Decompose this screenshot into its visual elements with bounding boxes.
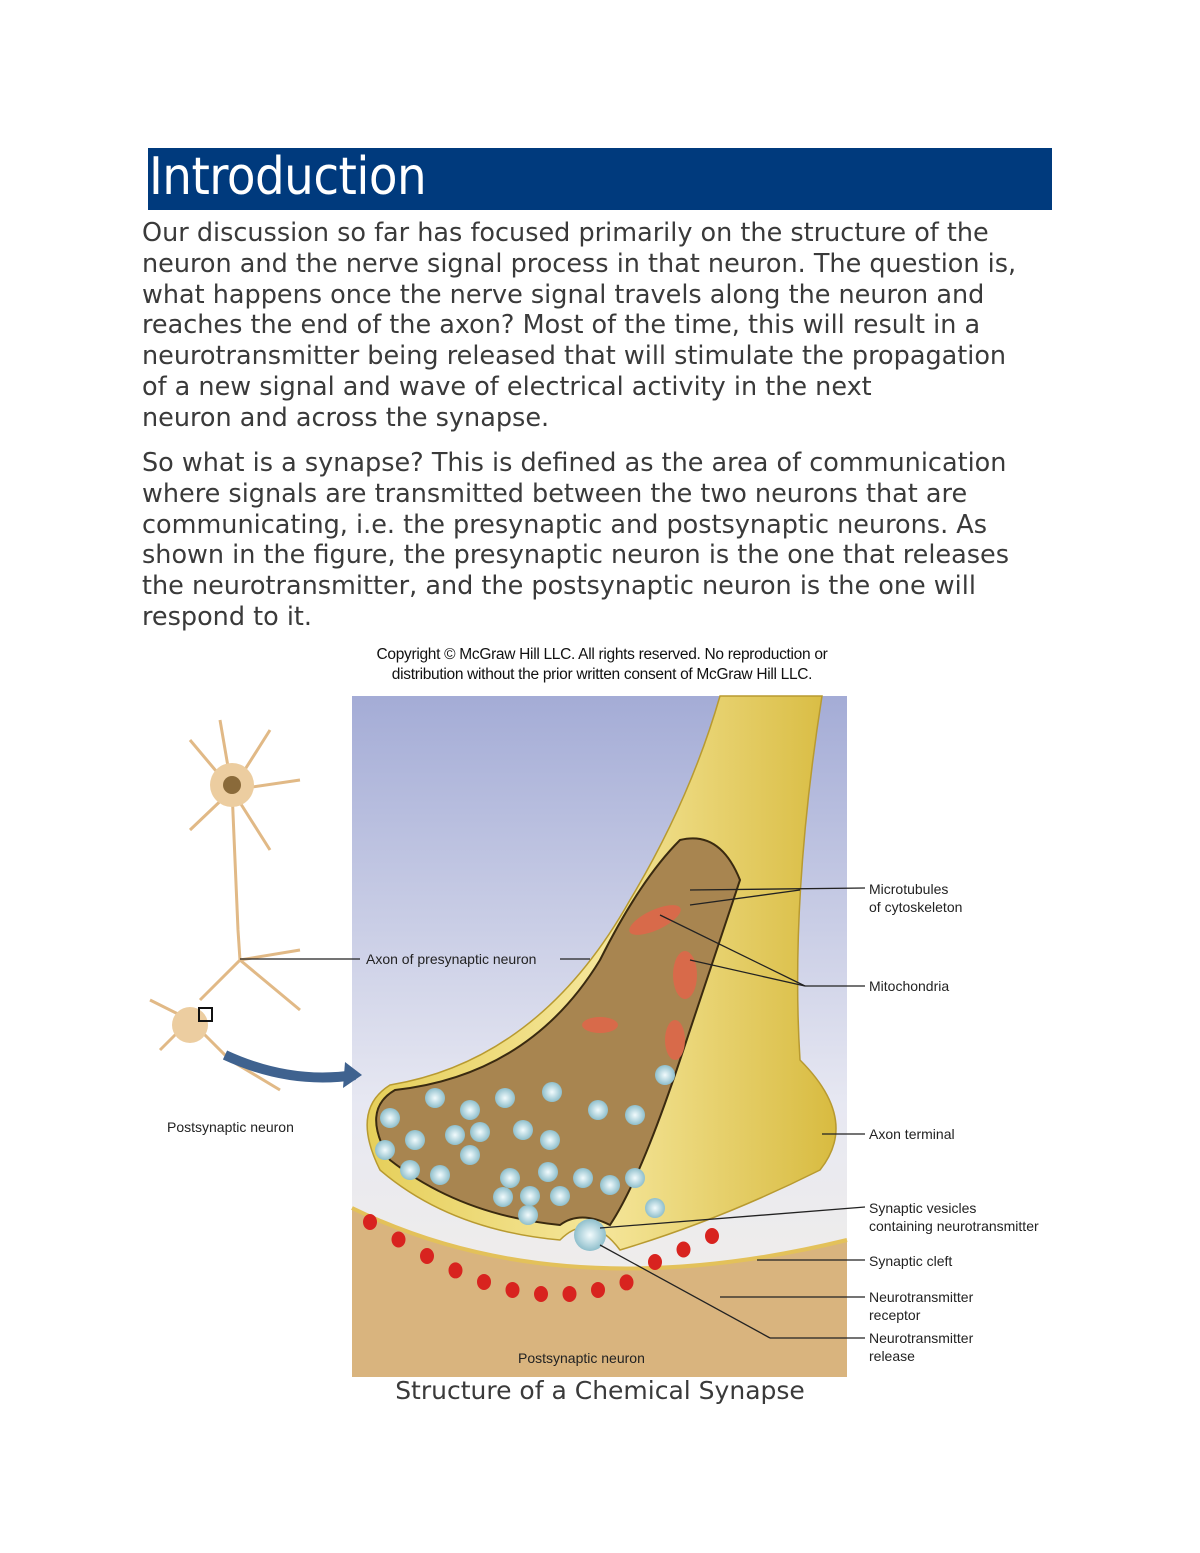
vesicle xyxy=(375,1140,395,1160)
label-postsynaptic-neuron-bottom: Postsynaptic neuron xyxy=(518,1350,645,1366)
label-release: release xyxy=(869,1348,915,1364)
vesicle xyxy=(400,1160,420,1180)
axon-cutaway xyxy=(375,837,742,1227)
label-axon-presynaptic: Axon of presynaptic neuron xyxy=(366,951,536,967)
vesicle xyxy=(430,1165,450,1185)
neurotransmitter-receptors xyxy=(363,1214,719,1302)
text-line: of a new signal and wave of electrical a… xyxy=(142,371,872,402)
text-line: reaches the end of the axon? Most of the… xyxy=(142,310,981,341)
vesicle xyxy=(445,1125,465,1145)
receptor xyxy=(477,1273,491,1290)
paragraph-synapse: So what is a synapse? This is defined as… xyxy=(142,448,1009,633)
vesicle xyxy=(542,1082,562,1102)
vesicle xyxy=(540,1130,560,1150)
receptor xyxy=(420,1248,434,1264)
vesicle xyxy=(573,1168,593,1188)
synaptic-vesicles xyxy=(375,1065,675,1225)
text-line: neuron and the nerve signal process in t… xyxy=(142,248,1017,279)
label-receptor: receptor xyxy=(869,1307,921,1323)
vesicle xyxy=(655,1065,675,1085)
label-microtubules: of cytoskeleton xyxy=(869,899,962,915)
receptor xyxy=(591,1281,605,1298)
mitochondrion xyxy=(629,905,681,935)
mitochondrion xyxy=(582,1017,618,1033)
section-heading: Introduction xyxy=(148,147,1052,210)
vesicle xyxy=(625,1105,645,1125)
vesicle xyxy=(460,1100,480,1120)
vesicle xyxy=(405,1130,425,1150)
label-microtubules: Microtubules xyxy=(869,881,948,897)
vesicle xyxy=(518,1205,538,1225)
vesicle xyxy=(380,1108,400,1128)
receptor xyxy=(619,1274,634,1291)
neuron-illustration xyxy=(149,719,362,1092)
vesicle xyxy=(425,1088,445,1108)
label-vesicles: Synaptic vesicles xyxy=(869,1200,976,1216)
vesicle xyxy=(538,1162,558,1182)
receptor xyxy=(534,1286,548,1302)
receptor xyxy=(448,1262,463,1279)
receptor xyxy=(505,1281,520,1298)
vesicle xyxy=(493,1187,513,1207)
receptor xyxy=(676,1241,691,1258)
vesicle xyxy=(495,1088,515,1108)
copyright-line: Copyright © McGraw Hill LLC. All rights … xyxy=(376,646,828,663)
text-line: So what is a synapse? This is defined as… xyxy=(142,448,1007,478)
text-line: neuron and across the synapse. xyxy=(142,402,550,433)
receptor xyxy=(562,1285,577,1302)
text-line: Our discussion so far has focused primar… xyxy=(142,218,989,248)
vesicle xyxy=(470,1122,490,1142)
leader-lines xyxy=(240,887,866,1339)
vesicle xyxy=(600,1175,620,1195)
receptor xyxy=(391,1231,406,1248)
mitochondrion xyxy=(673,951,697,999)
label-mitochondria: Mitochondria xyxy=(869,978,949,994)
text-line: shown in the figure, the presynaptic neu… xyxy=(142,540,1009,571)
heading-text: Introduction xyxy=(149,147,427,207)
text-line: where signals are transmitted between th… xyxy=(142,478,968,509)
copyright-line: distribution without the prior written c… xyxy=(391,666,813,683)
label-axon-terminal: Axon terminal xyxy=(869,1126,955,1142)
text-line: neurotransmitter being released that wil… xyxy=(142,341,1007,372)
text-line: the neurotransmitter, and the postsynapt… xyxy=(142,571,976,602)
text-line: what happens once the nerve signal trave… xyxy=(142,279,985,310)
text-line: communicating, i.e. the presynaptic and … xyxy=(142,509,988,540)
vesicle xyxy=(588,1100,608,1120)
label-vesicles: containing neurotransmitter xyxy=(869,1218,1039,1234)
figure-caption: Structure of a Chemical Synapse xyxy=(395,1376,805,1405)
label-postsynaptic-neuron: Postsynaptic neuron xyxy=(167,1119,294,1135)
vesicle xyxy=(513,1120,533,1140)
receptor xyxy=(648,1254,662,1270)
label-release: Neurotransmitter xyxy=(869,1330,974,1346)
mitochondrion xyxy=(665,1020,685,1060)
vesicle xyxy=(625,1168,645,1188)
vesicle xyxy=(645,1198,665,1218)
vesicle xyxy=(550,1186,570,1206)
receptor xyxy=(363,1214,377,1230)
text-line: respond to it. xyxy=(142,601,313,632)
label-receptor: Neurotransmitter xyxy=(869,1289,974,1305)
vesicle xyxy=(500,1168,520,1188)
label-cleft: Synaptic cleft xyxy=(869,1253,952,1269)
receptor xyxy=(705,1228,719,1244)
paragraph-intro: Our discussion so far has focused primar… xyxy=(142,218,1016,434)
vesicle xyxy=(520,1186,540,1206)
vesicle xyxy=(460,1145,480,1165)
fusing-vesicle xyxy=(574,1219,606,1251)
